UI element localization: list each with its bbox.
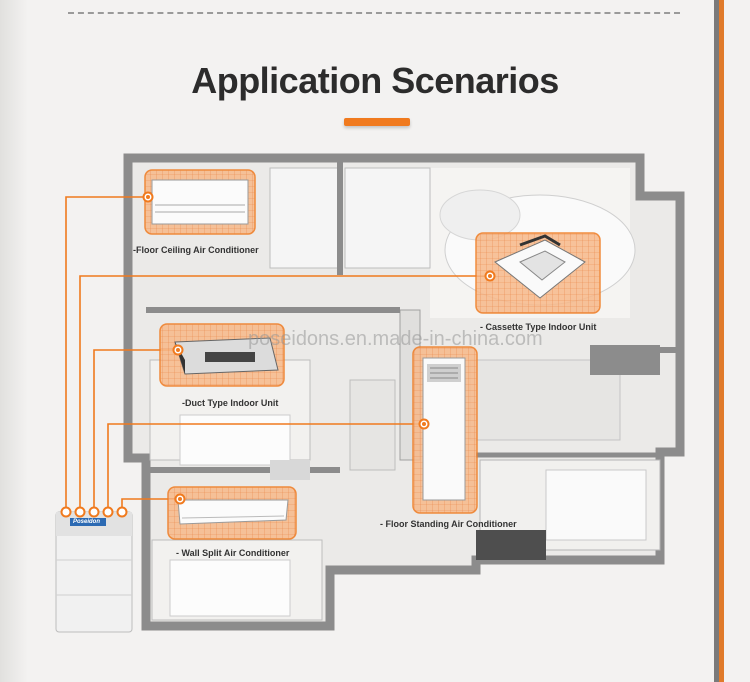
watermark: poseidons.en.made-in-china.com xyxy=(248,328,543,350)
connection-dot-centers xyxy=(146,195,492,501)
label-cassette: - Cassette Type Indoor Unit xyxy=(480,322,597,332)
label-floor-ceiling: -Floor Ceiling Air Conditioner xyxy=(133,245,259,255)
right-accent-stripe xyxy=(719,0,724,682)
highlight-duct xyxy=(159,323,285,387)
page-title: Application Scenarios xyxy=(191,60,559,101)
top-dashed-divider xyxy=(68,12,680,14)
connection-lines xyxy=(65,196,490,512)
label-wall-split: - Wall Split Air Conditioner xyxy=(176,548,290,558)
left-shadow xyxy=(0,0,28,682)
highlight-floor-standing xyxy=(412,346,478,514)
label-floor-standing: - Floor Standing Air Conditioner xyxy=(380,519,517,529)
label-duct: -Duct Type Indoor Unit xyxy=(182,398,279,408)
outdoor-unit-brand: Poseidon xyxy=(73,519,101,525)
connection-dots xyxy=(60,191,496,518)
outdoor-unit xyxy=(55,511,133,633)
title-accent-bar xyxy=(344,118,410,126)
highlight-floor-ceiling xyxy=(144,169,256,235)
highlight-wall-split xyxy=(167,486,297,540)
highlight-cassette xyxy=(475,232,601,314)
